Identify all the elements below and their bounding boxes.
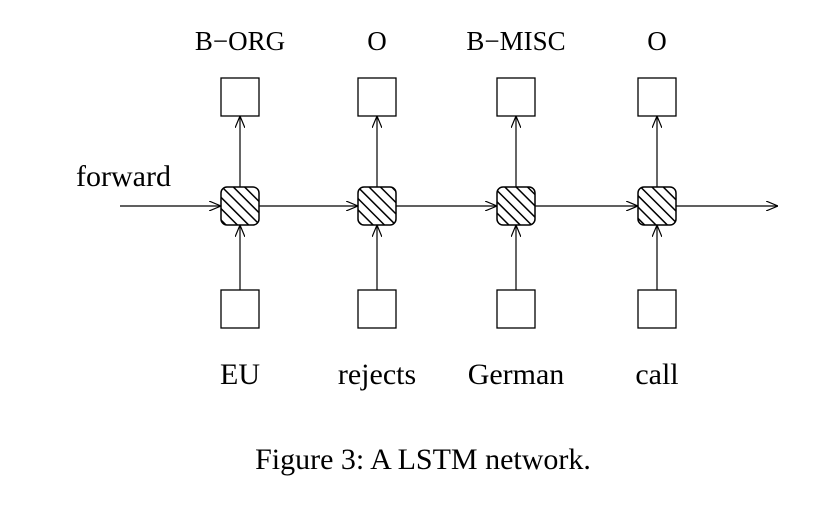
input-node [220,289,260,329]
output-tag-label: O [647,26,667,56]
input-word-label: German [468,358,565,391]
output-tag-label: O [367,26,387,56]
output-tag-label: B−MISC [466,26,565,56]
output-node [637,77,677,117]
figure-caption: Figure 3: A LSTM network. [255,443,591,476]
timestep-1: B−ORG EU [195,26,285,391]
lstm-cell [357,186,397,226]
output-node [220,77,260,117]
input-node [357,289,397,329]
lstm-cell [496,186,536,226]
timestep-3: B−MISC German [466,26,565,391]
input-word-label: rejects [338,358,416,391]
direction-label: forward [76,160,171,193]
lstm-cell [637,186,677,226]
input-node [496,289,536,329]
output-node [496,77,536,117]
output-tag-label: B−ORG [195,26,285,56]
lstm-cell [220,186,260,226]
input-word-label: EU [220,358,260,391]
output-node [357,77,397,117]
input-node [637,289,677,329]
input-word-label: call [635,358,678,391]
